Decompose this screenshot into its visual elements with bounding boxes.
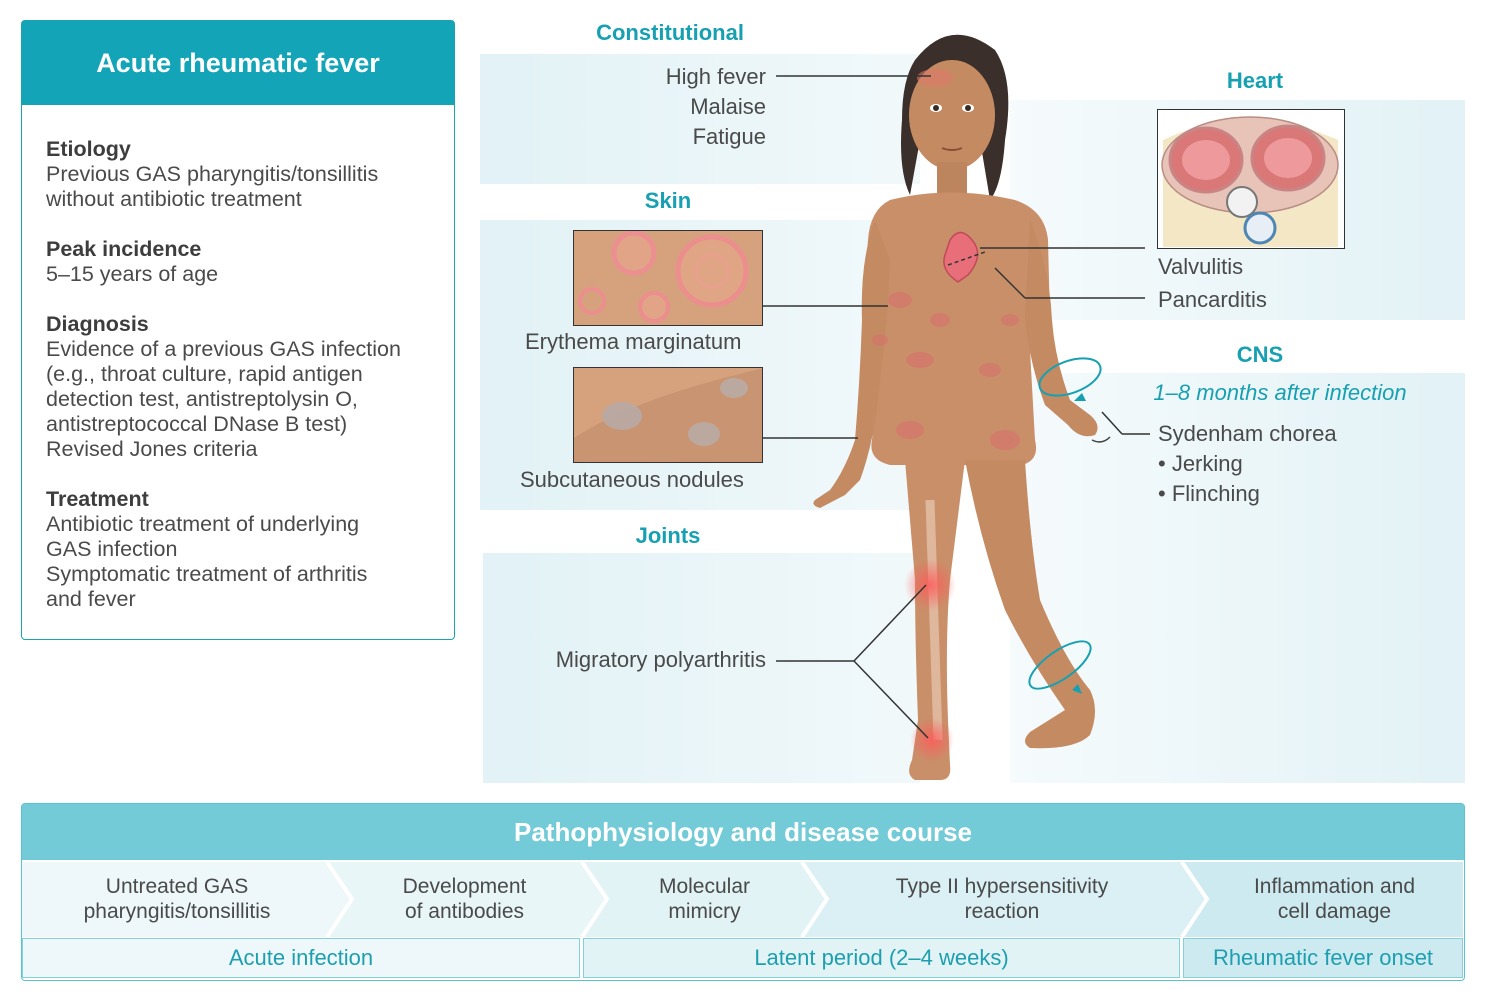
nodules-inset	[573, 367, 763, 463]
heart-title: Heart	[1226, 68, 1284, 93]
fatigue-label: Fatigue	[692, 124, 766, 149]
phase-fever-onset: Rheumatic fever onset	[1183, 938, 1463, 978]
treatment-line: and fever	[46, 587, 136, 611]
diagnosis-section: Diagnosis Evidence of a previous GAS inf…	[46, 312, 446, 462]
info-title: Acute rheumatic fever	[22, 21, 454, 105]
pathophysiology-title: Pathophysiology and disease course	[22, 804, 1464, 860]
cns-title: CNS	[1236, 342, 1284, 367]
malaise-label: Malaise	[690, 94, 766, 119]
joints-leader-lines	[776, 584, 929, 739]
treatment-line: Antibiotic treatment of underlying	[46, 512, 360, 536]
diagnosis-line: (e.g., throat culture, rapid antigen	[46, 362, 363, 386]
etiology-line: without antibiotic treatment	[46, 187, 302, 211]
diagnosis-line: detection test, antistreptolysin O,	[46, 387, 358, 411]
flinching-bullet: • Flinching	[1158, 481, 1260, 506]
migratory-polyarthritis-label: Migratory polyarthritis	[555, 647, 766, 672]
erythema-marginatum-label: Erythema marginatum	[525, 329, 742, 354]
peak-incidence-line: 5–15 years of age	[46, 262, 219, 286]
treatment-heading: Treatment	[46, 487, 149, 511]
jerking-bullet: • Jerking	[1158, 451, 1243, 476]
joints-band	[483, 553, 920, 783]
pathophysiology-panel: Pathophysiology and disease course Untre…	[21, 803, 1465, 981]
skin-leader-lines	[763, 305, 888, 439]
heart-leader-lines	[980, 247, 1145, 299]
high-fever-label: High fever	[665, 64, 766, 89]
info-box: Acute rheumatic fever Etiology Previous …	[21, 20, 455, 640]
peak-incidence-heading: Peak incidence	[46, 237, 202, 261]
skin-title: Skin	[644, 188, 692, 213]
leg-motion-arrow-icon	[1028, 640, 1092, 694]
constitutional-title: Constitutional	[596, 20, 744, 45]
phase-latent-period: Latent period (2–4 weeks)	[583, 938, 1180, 978]
erythema-inset	[573, 230, 763, 326]
cns-leader-line	[1101, 411, 1150, 435]
etiology-line: Previous GAS pharyngitis/tonsillitis	[46, 162, 379, 186]
diagnosis-heading: Diagnosis	[46, 312, 149, 336]
sydenham-chorea-label: Sydenham chorea	[1158, 421, 1337, 446]
diagnosis-line: Revised Jones criteria	[46, 437, 258, 461]
peak-incidence-section: Peak incidence 5–15 years of age	[46, 237, 446, 287]
valvulitis-label: Valvulitis	[1158, 254, 1244, 279]
subcutaneous-nodules-label: Subcutaneous nodules	[520, 467, 744, 492]
treatment-section: Treatment Antibiotic treatment of underl…	[46, 487, 446, 612]
joints-title: Joints	[635, 523, 701, 548]
pancarditis-label: Pancarditis	[1158, 287, 1267, 312]
child-figure	[813, 34, 1098, 780]
phase-acute-infection: Acute infection	[22, 938, 580, 978]
treatment-line: GAS infection	[46, 537, 178, 561]
heart-valve-inset	[1157, 109, 1345, 249]
diagnosis-line: Evidence of a previous GAS infection	[46, 337, 401, 361]
cns-timing-label: 1–8 months after infection	[1153, 380, 1407, 405]
step-chevrons	[22, 862, 1463, 937]
etiology-heading: Etiology	[46, 137, 131, 161]
diagnosis-line: antistreptococcal DNase B test)	[46, 412, 348, 436]
treatment-line: Symptomatic treatment of arthritis	[46, 562, 368, 586]
etiology-section: Etiology Previous GAS pharyngitis/tonsil…	[46, 137, 446, 212]
fever-leader-line	[776, 75, 931, 77]
tremor-arrow-icon	[1038, 357, 1111, 443]
